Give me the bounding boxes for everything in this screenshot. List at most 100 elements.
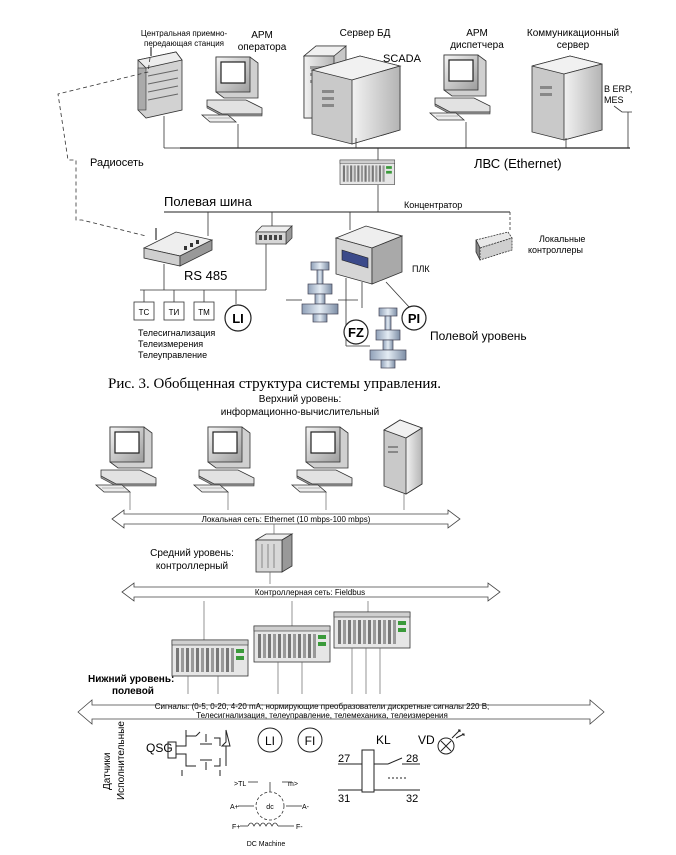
ethernet-bus-arrow xyxy=(111,509,461,529)
top-server-icon xyxy=(383,419,423,495)
db-server-box xyxy=(310,55,402,145)
local-controllers-label-1: Локальные xyxy=(539,234,585,244)
ti-box xyxy=(163,301,185,321)
terminal-32: 32 xyxy=(406,793,418,805)
valve-1-icon xyxy=(301,261,339,323)
low-level-label-1: Нижний уровень: xyxy=(88,674,174,685)
concentrator-icon xyxy=(339,159,396,185)
top-pc-1-icon xyxy=(95,426,157,493)
dc-center-label: dc xyxy=(266,804,274,811)
erp-label-2: MES xyxy=(604,95,624,105)
vd-label: VD xyxy=(418,733,435,747)
fi-sensor-circle xyxy=(297,727,323,753)
kl-label: KL xyxy=(376,733,391,747)
comm-server-label-2: сервер xyxy=(557,40,590,51)
tele-line-2: Телеизмерения xyxy=(138,339,203,349)
tm-box xyxy=(193,301,215,321)
vertical-label-actuators: Исполнительные xyxy=(116,721,127,800)
dc-f-plus-label: F+ xyxy=(232,824,240,831)
figure-2-levels: Верхний уровень: информационно-вычислите… xyxy=(77,394,605,848)
signals-label-1: Сигналы: (0-5, 0-20, 4-20 mA; нормирующи… xyxy=(155,702,490,711)
dc-machine-symbol xyxy=(238,781,302,827)
arm-operator-label-2: оператора xyxy=(238,42,287,53)
arm-dispatcher-label-1: АРМ xyxy=(466,28,488,39)
pi-circle xyxy=(401,305,427,331)
signals-bus-arrow xyxy=(77,699,605,725)
top-pc-2-icon xyxy=(193,426,255,493)
ts-box xyxy=(133,301,155,321)
mid-level-label-1: Средний уровень: xyxy=(150,548,234,559)
comm-server-icon xyxy=(531,55,603,141)
tm-label: ТМ xyxy=(198,308,210,317)
mid-level-label-2: контроллерный xyxy=(156,561,228,572)
central-station-device: Центральная приемно- передающая станция xyxy=(137,29,228,119)
vd-lamp-icon xyxy=(437,729,465,755)
dc-tl-label: >TL xyxy=(234,781,246,788)
fz-circle xyxy=(343,319,369,345)
terminal-31: 31 xyxy=(338,793,350,805)
dc-a-minus-label: A- xyxy=(302,804,310,811)
dc-machine-label: DC Machine xyxy=(247,841,286,848)
qsg-switch-symbol xyxy=(167,729,231,776)
ti-label: ТИ xyxy=(169,308,180,317)
low-rack-3-icon xyxy=(333,611,411,649)
field-level-label: Полевой уровень xyxy=(430,329,527,343)
dc-m-label: m> xyxy=(288,781,298,788)
low-rack-1-icon xyxy=(171,639,249,677)
dc-a-plus-label: A+ xyxy=(230,804,239,811)
li-sensor-circle xyxy=(257,727,283,753)
erp-arrow xyxy=(613,105,632,113)
concentrator-label: Концентратор xyxy=(404,200,462,210)
li-label: LI xyxy=(232,311,244,326)
li-sensor-label: LI xyxy=(265,734,275,748)
kl-relay-symbol xyxy=(338,749,420,793)
figure-1-network: Центральная приемно- передающая станция … xyxy=(57,28,632,369)
terminal-28: 28 xyxy=(406,753,418,765)
comm-server-label-1: Коммуникационный xyxy=(527,28,619,39)
pi-label: PI xyxy=(408,311,420,326)
qsg-label: QSG xyxy=(146,741,173,755)
local-controller-icon xyxy=(475,231,513,261)
erp-label-1: В ERP, xyxy=(604,84,632,94)
li-circle xyxy=(224,304,252,332)
radio-link-dashed xyxy=(57,57,151,237)
low-rack-2-icon xyxy=(253,625,331,663)
valve-2-icon xyxy=(369,307,407,369)
fi-sensor-label: FI xyxy=(305,734,316,748)
ethernet-label: Локальная сеть: Ethernet (10 mbps-100 mb… xyxy=(202,515,371,524)
fieldbus-arrow xyxy=(121,582,501,602)
local-controllers-label-2: контроллеры xyxy=(528,245,583,255)
scada-label: SCADA xyxy=(383,53,422,65)
plc-icon xyxy=(334,225,404,285)
ts-label: ТС xyxy=(139,308,150,317)
top-pc-3-icon xyxy=(291,426,353,493)
dc-f-minus-label: F- xyxy=(296,824,303,831)
hub-icon xyxy=(255,225,293,245)
db-server-label: Сервер БД xyxy=(340,28,391,39)
arm-dispatcher-label-2: диспетчера xyxy=(450,40,504,51)
rs485-device-icon xyxy=(142,228,214,267)
central-station-label-1: Центральная приемно- xyxy=(141,29,228,38)
fz-label: FZ xyxy=(348,325,364,340)
top-level-label-2: информационно-вычислительный xyxy=(221,406,379,418)
arm-operator-label-1: АРМ xyxy=(251,30,273,41)
dispatcher-computer-icon xyxy=(429,54,491,121)
fieldbus-label: Контроллерная сеть: Fieldbus xyxy=(255,588,365,597)
top-level-label-1: Верхний уровень: xyxy=(259,394,341,405)
mid-controller-icon xyxy=(254,533,294,573)
plc-label: ПЛК xyxy=(412,264,430,274)
central-station-label-2: передающая станция xyxy=(144,39,224,48)
rs485-label: RS 485 xyxy=(184,268,227,283)
low-level-label-2: полевой xyxy=(112,686,154,697)
operator-computer-icon xyxy=(201,56,263,123)
terminal-27: 27 xyxy=(338,753,350,765)
lan-label: ЛВС (Ethernet) xyxy=(474,156,562,171)
vertical-label-sensors: Датчики xyxy=(102,753,113,790)
figure-caption: Рис. 3. Обобщенная структура системы упр… xyxy=(108,376,441,392)
radio-net-label: Радиосеть xyxy=(90,157,144,169)
tele-line-3: Телеуправление xyxy=(138,350,207,360)
plc-to-pi-line xyxy=(385,281,411,309)
field-bus-label: Полевая шина xyxy=(164,194,253,209)
signals-label-2: Телесигнализация, телеуправление, телеме… xyxy=(196,711,448,720)
